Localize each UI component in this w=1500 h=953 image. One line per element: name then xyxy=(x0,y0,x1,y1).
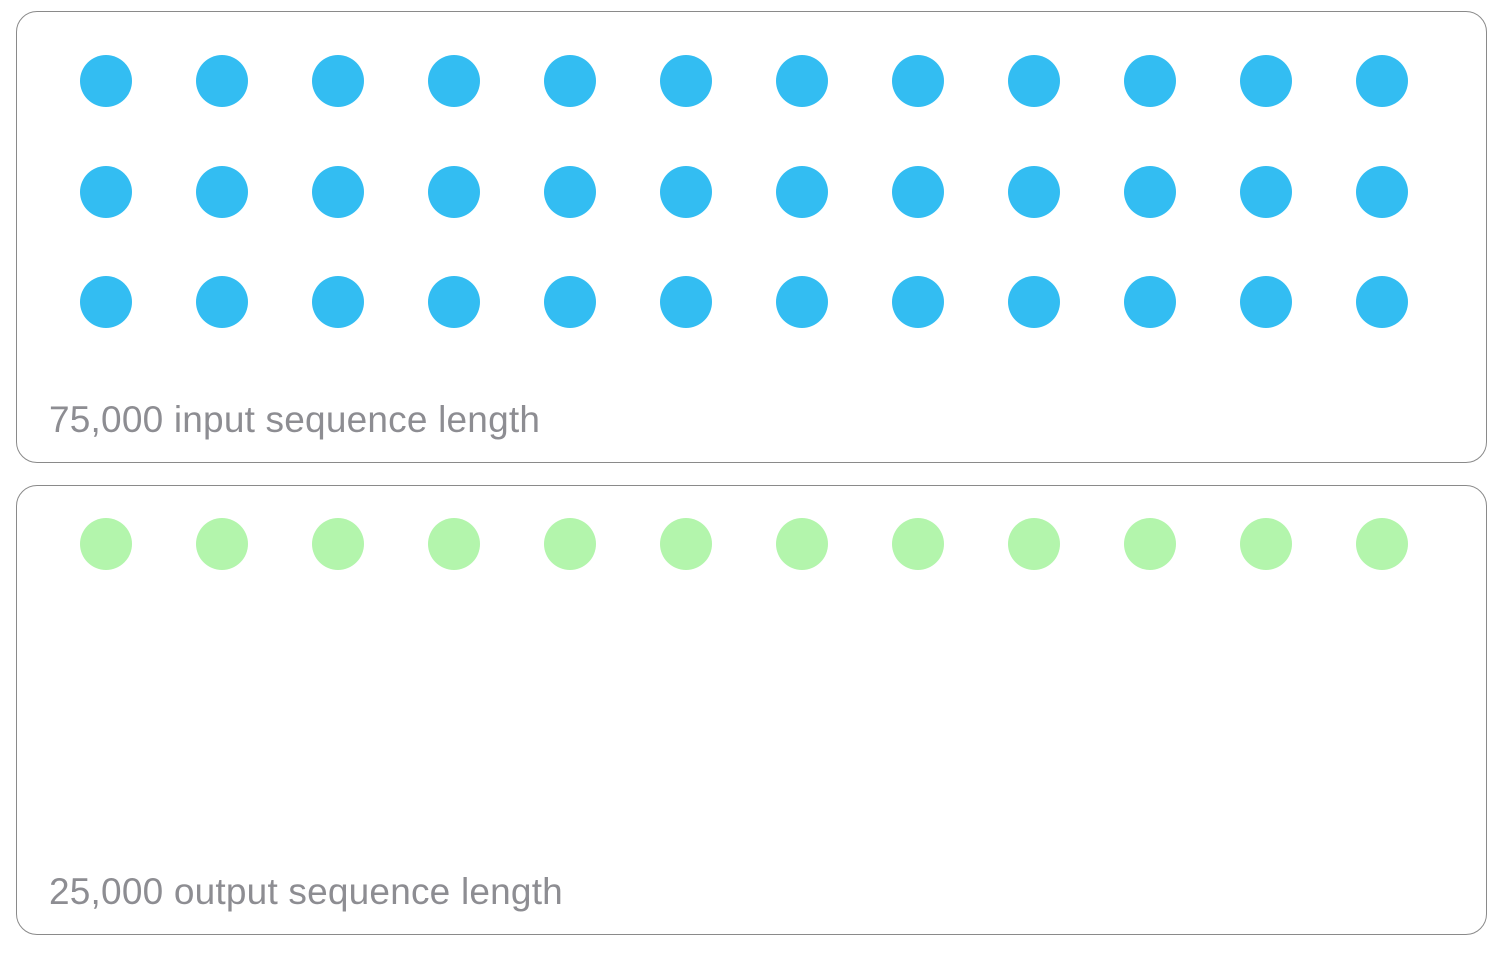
input-token-dot xyxy=(80,276,132,328)
input-token-dot xyxy=(660,276,712,328)
input-token-dot xyxy=(1124,276,1176,328)
output-token-dot xyxy=(196,518,248,570)
output-sequence-card: 25,000 output sequence length xyxy=(16,485,1487,935)
output-token-dot xyxy=(660,518,712,570)
input-token-dot xyxy=(544,166,596,218)
output-token-dot xyxy=(1008,518,1060,570)
input-token-row xyxy=(80,276,1408,328)
input-sequence-card: 75,000 input sequence length xyxy=(16,11,1487,463)
output-token-dot xyxy=(1356,518,1408,570)
input-token-dot xyxy=(1008,166,1060,218)
input-token-dot xyxy=(1124,166,1176,218)
input-token-dot xyxy=(1356,166,1408,218)
input-token-dot xyxy=(1240,55,1292,107)
output-token-dot xyxy=(312,518,364,570)
output-sequence-label: 25,000 output sequence length xyxy=(49,871,563,912)
input-token-dot xyxy=(312,166,364,218)
input-token-dot xyxy=(892,55,944,107)
output-token-dot xyxy=(1240,518,1292,570)
input-token-dot xyxy=(80,55,132,107)
input-token-dot xyxy=(660,166,712,218)
input-token-dot xyxy=(1240,276,1292,328)
input-token-dot xyxy=(428,166,480,218)
input-token-dot xyxy=(312,276,364,328)
input-token-dot xyxy=(892,166,944,218)
input-token-dot xyxy=(776,55,828,107)
input-token-dot xyxy=(544,276,596,328)
input-token-row xyxy=(80,166,1408,218)
input-token-dot xyxy=(892,276,944,328)
input-token-dot xyxy=(1356,276,1408,328)
input-token-dot xyxy=(1008,276,1060,328)
output-token-dot xyxy=(80,518,132,570)
input-token-dot xyxy=(776,166,828,218)
input-token-dot xyxy=(80,166,132,218)
output-token-row xyxy=(80,518,1408,570)
input-sequence-label: 75,000 input sequence length xyxy=(49,399,541,440)
output-token-dot xyxy=(544,518,596,570)
input-token-dot xyxy=(1356,55,1408,107)
input-token-dot xyxy=(1008,55,1060,107)
input-token-dot xyxy=(196,276,248,328)
output-token-dot xyxy=(892,518,944,570)
input-token-dot xyxy=(312,55,364,107)
output-token-dot xyxy=(776,518,828,570)
input-token-dot xyxy=(428,55,480,107)
input-token-dot xyxy=(428,276,480,328)
input-token-row xyxy=(80,55,1408,107)
input-token-dot xyxy=(544,55,596,107)
input-token-dot xyxy=(196,55,248,107)
input-token-dot xyxy=(1240,166,1292,218)
output-token-dot xyxy=(1124,518,1176,570)
output-token-dot xyxy=(428,518,480,570)
input-token-dot xyxy=(1124,55,1176,107)
input-token-dot xyxy=(776,276,828,328)
input-token-dot xyxy=(660,55,712,107)
input-token-dot xyxy=(196,166,248,218)
